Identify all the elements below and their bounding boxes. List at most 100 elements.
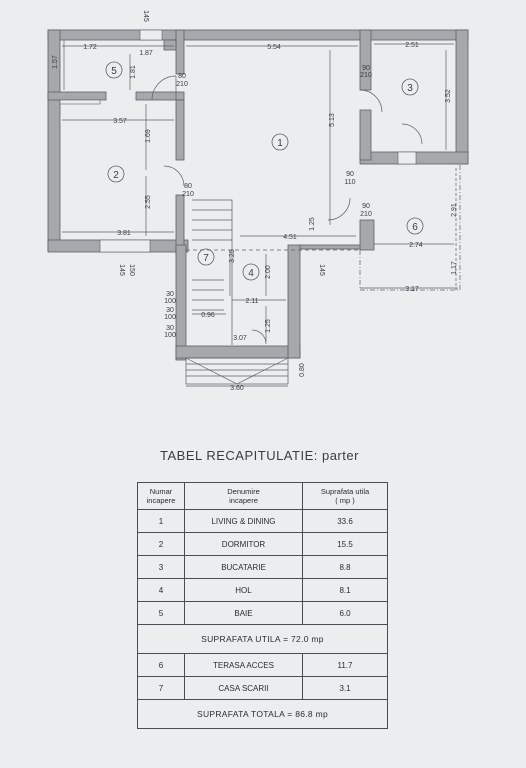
cell-area: 11.7 — [302, 653, 388, 677]
room-4-marker — [242, 263, 260, 281]
table-row: 4 HOL 8.1 — [137, 578, 388, 602]
room-number: 3 — [407, 83, 413, 94]
room-5-marker — [105, 61, 123, 79]
stair-label: 30 — [166, 291, 174, 298]
dimension-label: 2.55 — [145, 195, 152, 209]
dimension-label: 145 — [318, 264, 325, 276]
dimension-label: 1.25 — [265, 319, 272, 333]
cell-name: BUCATARIE — [184, 555, 303, 579]
door-label: 90 — [362, 65, 370, 72]
cell-area: 33.6 — [302, 509, 388, 533]
cell-name: HOL — [184, 578, 303, 602]
stair-label: 100 — [164, 298, 176, 305]
total-row: SUPRAFATA TOTALA = 86.8 mp — [137, 699, 388, 729]
cell-name: BAIE — [184, 601, 303, 625]
table-row: 5 BAIE 6.0 — [137, 601, 388, 625]
dimension-label: 5.13 — [329, 113, 336, 127]
cell-area: 15.5 — [302, 532, 388, 556]
dimension-label: 3.52 — [445, 89, 452, 103]
cell-area: 6.0 — [302, 601, 388, 625]
cell-number: 7 — [137, 676, 185, 700]
dimension-label: 1.69 — [145, 129, 152, 143]
door-label: 90 — [346, 171, 354, 178]
room-number: 4 — [248, 268, 254, 279]
dimension-label: 2.51 — [405, 42, 419, 49]
dimension-label: 150 — [128, 264, 135, 276]
walls — [47, 29, 469, 361]
door-label: 110 — [344, 179, 355, 186]
room-7-marker — [197, 248, 215, 266]
dimension-label: 3.60 — [230, 385, 244, 392]
cell-area: 8.1 — [302, 578, 388, 602]
door-label: 210 — [182, 191, 194, 198]
room-number: 1 — [277, 138, 283, 149]
table-row: 7 CASA SCARII 3.1 — [137, 676, 388, 700]
door-label: 80 — [184, 183, 192, 190]
cell-number: 2 — [137, 532, 185, 556]
cell-area: 3.1 — [302, 676, 388, 700]
door-label: 210 — [360, 211, 372, 218]
dimension-label: 5.54 — [267, 44, 281, 51]
cell-number: 5 — [137, 601, 185, 625]
room-number: 6 — [412, 222, 418, 233]
room-1-marker — [271, 133, 289, 151]
cell-name: DORMITOR — [184, 532, 303, 556]
dimension-label: 2.11 — [245, 298, 258, 305]
room-3-marker — [401, 78, 419, 96]
header-area: Suprafata utila( mp ) — [302, 482, 388, 510]
dimension-label: 3.25 — [229, 249, 236, 263]
stair-label: 30 — [166, 325, 174, 332]
door-label: 90 — [362, 203, 370, 210]
cell-number: 1 — [137, 509, 185, 533]
room-6-marker — [406, 217, 424, 235]
room-number: 7 — [203, 253, 209, 264]
table-row: 3 BUCATARIE 8.8 — [137, 555, 388, 579]
dimension-label: 1.57 — [52, 55, 59, 69]
cell-number: 4 — [137, 578, 185, 602]
subtotal-cell: SUPRAFATA UTILA = 72.0 mp — [137, 624, 388, 654]
dimension-label: 4.51 — [283, 234, 297, 241]
dimension-label: 0.80 — [299, 363, 306, 377]
dimension-label: 3.17 — [405, 286, 419, 293]
floor-plan: 1 2 3 4 5 6 7 1.72 1.87 5.54 2.51 3.57 3… — [47, 10, 469, 392]
dimension-label: 2.91 — [451, 203, 458, 217]
subtotal-row: SUPRAFATA UTILA = 72.0 mp — [137, 624, 388, 654]
dimension-label: 1.25 — [309, 217, 316, 231]
door-label: 210 — [360, 72, 372, 79]
door-label: 80 — [178, 73, 186, 80]
dimension-label: 3.81 — [117, 230, 131, 237]
cell-area: 8.8 — [302, 555, 388, 579]
table-row: 1 LIVING & DINING 33.6 — [137, 509, 388, 533]
cell-name: LIVING & DINING — [184, 509, 303, 533]
dimension-label: 2.00 — [265, 265, 272, 279]
dimension-label: 3.07 — [233, 335, 247, 342]
cell-number: 6 — [137, 653, 185, 677]
table-row: 2 DORMITOR 15.5 — [137, 532, 388, 556]
dimension-label: 1.72 — [83, 44, 97, 51]
cell-name: TERASA ACCES — [184, 653, 303, 677]
room-number: 5 — [111, 66, 117, 77]
dimension-label: 2.74 — [409, 242, 423, 249]
dimension-label: 145 — [118, 264, 125, 276]
room-number: 2 — [113, 170, 119, 181]
dimension-label: 145 — [142, 10, 149, 22]
dimension-label: 1.17 — [451, 261, 458, 275]
table-row: 6 TERASA ACCES 11.7 — [137, 653, 388, 677]
stair-label: 30 — [166, 307, 174, 314]
dimension-label: 1.81 — [130, 65, 137, 79]
total-cell: SUPRAFATA TOTALA = 86.8 mp — [137, 699, 388, 729]
stair-label: 100 — [164, 314, 176, 321]
room-2-marker — [107, 165, 125, 183]
door-label: 210 — [176, 81, 188, 88]
cell-name: CASA SCARII — [184, 676, 303, 700]
stair-label: 100 — [164, 332, 176, 339]
dimension-label: 0.96 — [201, 312, 215, 319]
cell-number: 3 — [137, 555, 185, 579]
table-title: TABEL RECAPITULATIE: parter — [160, 448, 359, 463]
dimension-label: 1.87 — [139, 50, 153, 57]
dimension-label: 3.57 — [113, 118, 127, 125]
